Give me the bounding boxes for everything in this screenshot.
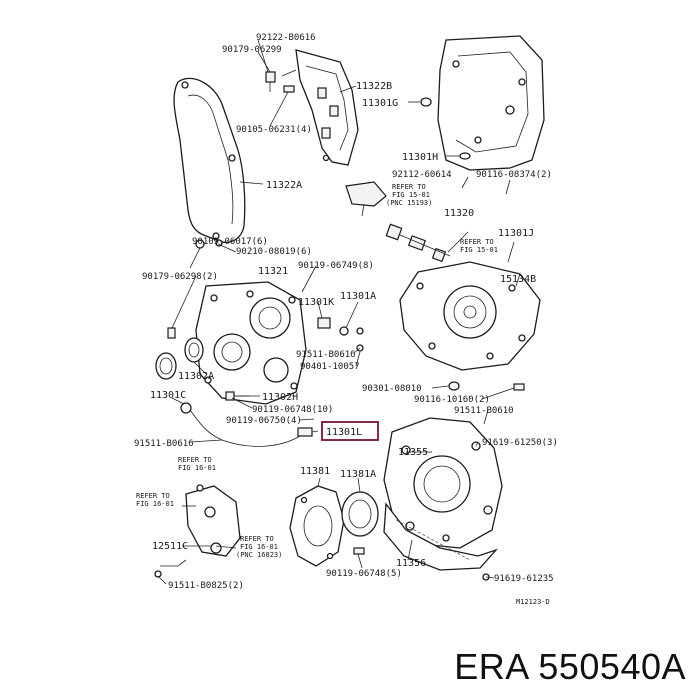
label-90109: 90109-06017(6) (192, 237, 268, 247)
refer-2-line1: REFER TO (460, 238, 494, 246)
label-11355: 11355 (398, 447, 428, 458)
label-90105: 90105-06231(4) (236, 125, 312, 135)
label-11356: 11356 (396, 558, 426, 569)
refer-1-line2: FIG 15-01 (392, 191, 430, 199)
gasket-11301G (420, 97, 432, 107)
label-90119-06748-10: 90119-06748(10) (252, 405, 333, 415)
seal-plate-11381 (289, 485, 345, 567)
bolt-90179-06299 (265, 71, 276, 92)
label-90401: 90401-10057 (300, 362, 360, 372)
gasket-11301A (339, 326, 364, 336)
label-11301C: 11301C (150, 390, 186, 401)
label-11322A: 11322A (266, 180, 302, 191)
refer-2-line2: FIG 15-01 (460, 246, 498, 254)
product-title: ERA 550540A (454, 646, 686, 688)
refer-3-line1: REFER TO (178, 456, 212, 464)
label-11320: 11320 (444, 208, 474, 219)
oil-pan-11356 (383, 502, 499, 571)
gasket-90301 (448, 381, 460, 391)
housing-15134B (399, 261, 541, 371)
label-11301L: 11301L (326, 427, 362, 438)
bracket-refer-15-01 (345, 181, 387, 217)
cover-plate-11322B (295, 49, 359, 166)
figure-code: M12123-D (516, 598, 550, 606)
refer-5-line1: REFER TO (240, 535, 274, 543)
label-11301A: 11301A (340, 291, 376, 302)
label-90210: 90210-08019(6) (236, 247, 312, 257)
leader-lines (157, 39, 521, 585)
label-90179-06299: 90179-06299 (222, 45, 282, 55)
plug-11301H (459, 152, 471, 160)
label-91619-61250: 91619-61250(3) (482, 438, 558, 448)
label-90179-06298: 90179-06298(2) (142, 272, 218, 282)
label-91511-B0616b: 91511-B0616 (134, 439, 194, 449)
label-11301G: 11301G (362, 98, 398, 109)
seal-11302A (155, 337, 204, 380)
refer-5-line3: (PNC 16823) (236, 551, 282, 559)
part-number: 550540A (538, 646, 686, 687)
label-11301J: 11301J (498, 228, 534, 239)
refer-3-line2: FIG 16-01 (178, 464, 216, 472)
bolt-90116-10160 (513, 383, 525, 391)
front-cover-11321 (195, 281, 307, 405)
label-92122: 92122-B0616 (256, 33, 316, 43)
label-90119-06750: 90119-06750(4) (226, 416, 302, 426)
label-90119-06749: 90119-06749(8) (298, 261, 374, 271)
rear-seal-11381A (341, 491, 379, 537)
timing-cover-11322A (173, 77, 246, 244)
label-11381A: 11381A (340, 469, 376, 480)
label-91511-B0825: 91511-B0825(2) (168, 581, 244, 591)
label-90119-06748-5: 90119-06748(5) (326, 569, 402, 579)
brand-name: ERA (454, 646, 528, 687)
refer-4-line1: REFER TO (136, 492, 170, 500)
oil-pump-11320 (385, 223, 451, 263)
label-12511C: 12511C (152, 541, 188, 552)
engine-block (437, 35, 545, 171)
label-90116-08374: 90116-08374(2) (476, 170, 552, 180)
bracket-lower-left (185, 484, 241, 557)
label-11301K: 11301K (298, 297, 334, 308)
highlight-box (321, 421, 379, 441)
label-91511-B0616a: 91511-B0616 (296, 350, 356, 360)
part-labels: 92122-B0616 90179-06299 11322B 11301G 90… (134, 33, 558, 606)
label-11322B: 11322B (356, 81, 392, 92)
pin-90179-06298 (167, 327, 176, 339)
gasket-11301K (317, 317, 331, 329)
label-90116-10160: 90116-10160(2) (414, 395, 490, 405)
label-11302H: 11302H (262, 392, 298, 403)
label-91619-61235: 91619-61235 (494, 574, 554, 584)
label-92112: 92112-60614 (392, 170, 452, 180)
refer-5-line2: FIG 16-01 (240, 543, 278, 551)
bolt-12511C (154, 559, 187, 578)
label-11321: 11321 (258, 266, 288, 277)
refer-1-line3: (PNC 15193) (386, 199, 432, 207)
refer-4-line2: FIG 16-01 (136, 500, 174, 508)
label-90301: 90301-08010 (362, 384, 422, 394)
bolt-90119-06748-5 (353, 547, 365, 555)
housing-11355 (383, 417, 503, 549)
refer-1-line1: REFER TO (392, 183, 426, 191)
highlighted-part-11301L[interactable]: 11301L (321, 421, 379, 441)
label-11301H: 11301H (402, 152, 438, 163)
bolt-group-90105 (281, 69, 297, 93)
label-15134B: 15134B (500, 274, 536, 285)
label-91511-B0610: 91511-B0610 (454, 406, 514, 416)
label-11381: 11381 (300, 466, 330, 477)
label-11302A: 11302A (178, 371, 214, 382)
